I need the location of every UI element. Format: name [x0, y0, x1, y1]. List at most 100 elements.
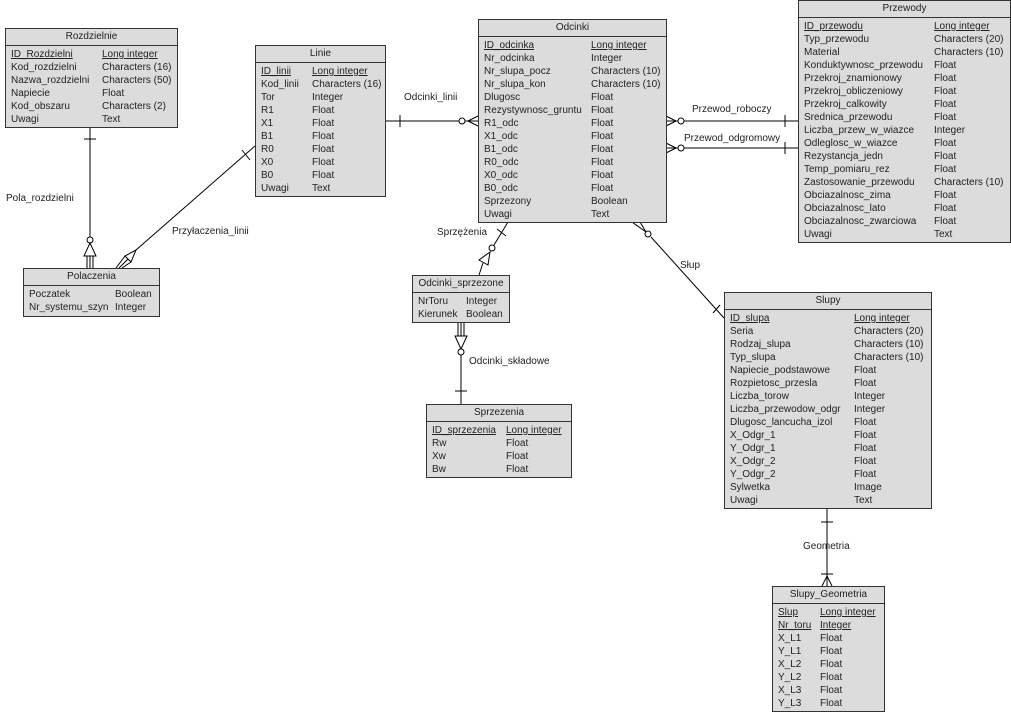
field-name: R0_odc — [484, 157, 519, 168]
field-type: Float — [854, 430, 877, 441]
field-name: Nr_odcinka — [484, 53, 535, 64]
field-type: Float — [854, 443, 877, 454]
field-type: Float — [934, 203, 957, 214]
field-type: Integer — [820, 620, 852, 631]
field-name: ID_sprzezenia — [432, 425, 496, 436]
field-name: Kod_obszaru — [11, 101, 70, 112]
field-name: Dlugosc_lancucha_izol — [730, 417, 833, 428]
field-type: Long integer — [854, 313, 910, 324]
field-name: R1_odc — [484, 118, 519, 129]
field-name: Rozpietosc_przesla — [730, 378, 818, 389]
link-slup — [631, 221, 725, 319]
field-type: Float — [934, 164, 957, 175]
field-type: Float — [312, 170, 335, 181]
field-name: Nr_slupa_kon — [484, 79, 546, 90]
link-geometria — [821, 508, 833, 587]
field-type: Text — [934, 229, 953, 240]
field-name: Rw — [432, 438, 447, 449]
field-name: Obciazalnosc_lato — [804, 203, 886, 214]
field-type: Float — [854, 378, 877, 389]
label-geometria: Geometria — [803, 541, 850, 552]
field-name: X1 — [261, 118, 274, 129]
field-type: Float — [934, 216, 957, 227]
field-type: Boolean — [115, 289, 152, 300]
field-type: Float — [934, 138, 957, 149]
entity-title: Przewody — [799, 1, 1010, 18]
field-type: Float — [591, 105, 614, 116]
field-name: Liczba_przewodow_odgr — [730, 404, 841, 415]
field-name: Uwagi — [11, 114, 39, 125]
link-przylaczenia-linii — [115, 145, 256, 269]
field-name: X_L2 — [778, 659, 802, 670]
field-name: Kod_linii — [261, 79, 299, 90]
field-row: Obciazalnosc_lato Float — [804, 202, 1010, 215]
field-name: X_L1 — [778, 633, 802, 644]
field-type: Text — [312, 183, 331, 194]
field-type: Float — [934, 73, 957, 84]
field-type: Float — [591, 157, 614, 168]
field-name: Rezystancja_jedn — [804, 151, 883, 162]
field-type: Integer — [115, 302, 147, 313]
field-name: ID_odcinka — [484, 40, 535, 51]
field-row: Rozpietosc_przesla Float — [730, 377, 931, 390]
label-przewod-roboczy: Przewod_roboczy — [692, 104, 772, 115]
field-type: Float — [934, 190, 957, 201]
field-type: Float — [102, 88, 125, 99]
field-name: Nr_toru — [778, 620, 812, 631]
field-name: Srednica_przewodu — [804, 112, 893, 123]
field-row: R0_odc Float — [484, 156, 666, 169]
field-type: Integer — [934, 125, 966, 136]
field-name: R0 — [261, 144, 274, 155]
field-type: Float — [506, 451, 529, 462]
field-name: ID_linii — [261, 66, 292, 77]
field-type: Characters (10) — [934, 177, 1004, 188]
field-name: Nr_slupa_pocz — [484, 66, 551, 77]
field-name: Obciazalnosc_zwarciowa — [804, 216, 917, 227]
field-type: Float — [506, 464, 529, 475]
field-name: Przekroj_znamionowy — [804, 73, 902, 84]
field-type: Characters (16) — [312, 79, 382, 90]
link-pola-rozdzielni — [83, 127, 97, 268]
label-przylaczenia-linii: Przyłaczenia_linii — [172, 226, 249, 237]
field-type: Float — [854, 456, 877, 467]
field-name: Material — [804, 47, 840, 58]
field-name: ID_slupa — [730, 313, 770, 324]
field-type: Integer — [312, 92, 344, 103]
field-name: Y_L3 — [778, 698, 802, 709]
field-type: Float — [854, 417, 877, 428]
entity-title: Odcinki — [479, 20, 666, 37]
field-type: Float — [312, 157, 335, 168]
field-type: Characters (16) — [102, 62, 172, 73]
label-sprzezenia: Sprzężenia — [437, 227, 488, 238]
